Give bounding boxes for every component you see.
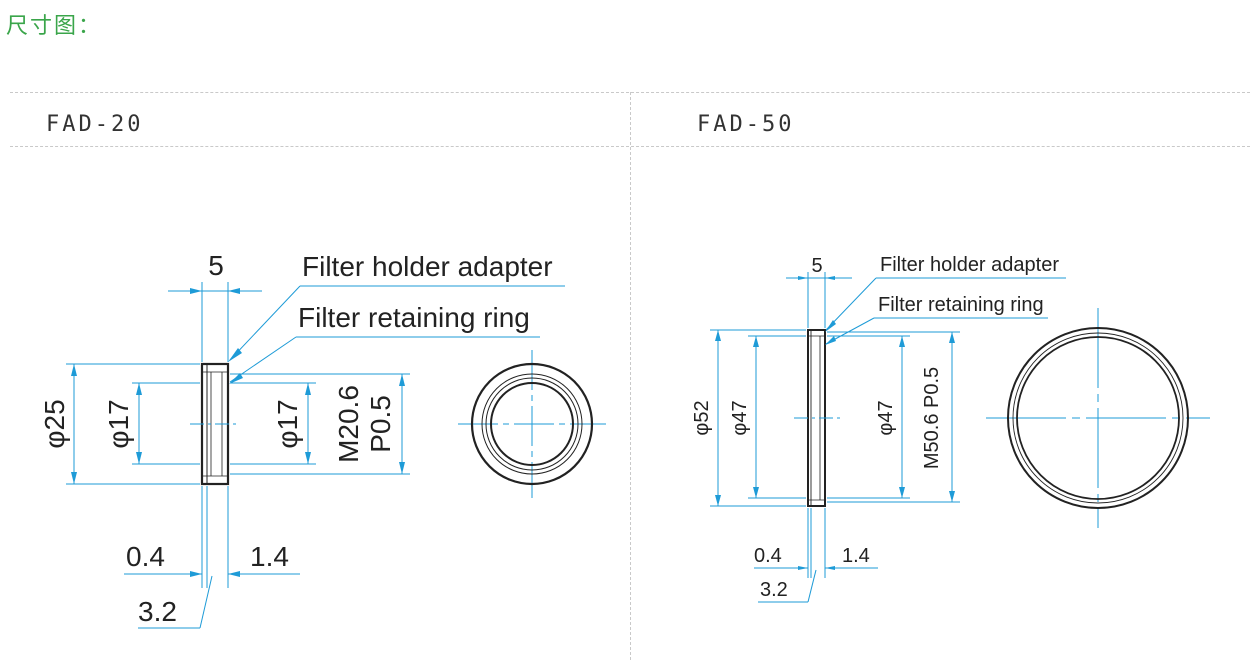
fad-20-end-view bbox=[470, 362, 594, 486]
fad-20-width-dim: 5 bbox=[208, 250, 224, 281]
fad-20-ring-callout: Filter retaining ring bbox=[298, 302, 530, 333]
fad-20-holder-callout: Filter holder adapter bbox=[302, 251, 553, 282]
fad-20-thread-main: M20.6 bbox=[333, 385, 364, 463]
column-divider bbox=[630, 92, 631, 660]
fad-20-drawing: 5 Filter holder adapter Filter retaining… bbox=[39, 250, 606, 629]
fad-50-bottom-dim: 3.2 bbox=[760, 579, 788, 601]
page-heading: 尺寸图： bbox=[6, 14, 103, 39]
fad-50-inner-dia-left: φ47 bbox=[729, 400, 751, 435]
model-label-fad-50: FAD-50 bbox=[697, 112, 795, 137]
fad-20-inner-dia-right: φ17 bbox=[272, 399, 303, 448]
model-label-fad-20: FAD-20 bbox=[46, 112, 144, 137]
fad-50-end-view bbox=[1007, 327, 1189, 509]
fad-50-ring-callout: Filter retaining ring bbox=[878, 294, 1044, 316]
fad-50-gap-left: 0.4 bbox=[754, 545, 782, 567]
fad-20-thread-pitch: P0.5 bbox=[365, 395, 396, 453]
fad-50-inner-dia-right: φ47 bbox=[875, 400, 897, 435]
fad-50-outer-dia: φ52 bbox=[691, 400, 713, 435]
fad-20-inner-dia-left: φ17 bbox=[103, 399, 134, 448]
fad-50-holder-callout: Filter holder adapter bbox=[880, 254, 1059, 276]
fad-50-width-dim: 5 bbox=[811, 255, 822, 277]
fad-50-thread: M50.6 P0.5 bbox=[921, 367, 943, 469]
fad-20-bottom-dim: 3.2 bbox=[138, 596, 177, 627]
fad-20-gap-left: 0.4 bbox=[126, 541, 165, 572]
fad-50-gap-right: 1.4 bbox=[842, 545, 870, 567]
fad-20-gap-right: 1.4 bbox=[250, 541, 289, 572]
fad-50-drawing: 5 Filter holder adapter Filter retaining… bbox=[691, 254, 1210, 603]
fad-20-outer-dia: φ25 bbox=[39, 399, 70, 448]
